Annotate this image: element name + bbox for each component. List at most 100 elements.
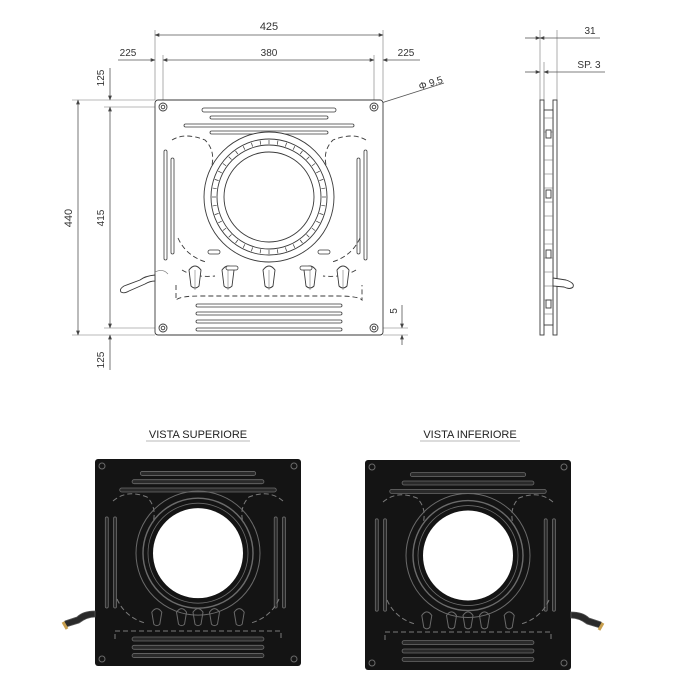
ring-tick <box>218 170 222 174</box>
slot <box>225 265 239 271</box>
slot <box>170 157 175 255</box>
hook-feature <box>233 608 245 627</box>
ring-tick <box>316 170 320 174</box>
slot <box>401 480 535 486</box>
slot <box>282 516 286 609</box>
corner-channel <box>250 598 280 624</box>
ring-tick <box>299 239 303 244</box>
mounting-hole <box>290 655 298 663</box>
corner-channel <box>520 599 550 625</box>
ring-tick <box>276 249 279 254</box>
corner-channel <box>324 135 367 166</box>
corner-channel <box>331 237 361 263</box>
ring-tick <box>222 227 227 231</box>
slot <box>183 123 355 128</box>
corner-channel <box>171 135 214 166</box>
ring-tick <box>299 150 303 155</box>
slot <box>195 311 343 316</box>
overall-width-label: 425 <box>260 21 278 33</box>
right-side-label: 225 <box>398 48 415 59</box>
ring-inner <box>417 505 519 606</box>
ring-tick <box>251 142 253 147</box>
slot <box>409 472 527 478</box>
slot <box>131 636 265 642</box>
slot <box>201 107 337 113</box>
hook-feature <box>421 611 433 630</box>
ring-tick <box>292 146 296 150</box>
side-view: 31 SP. 3 <box>525 26 605 336</box>
ring-tick <box>311 227 316 231</box>
ring-tick <box>235 239 239 244</box>
top-slots <box>183 107 355 135</box>
slot <box>374 518 379 612</box>
ring-middle <box>412 499 524 612</box>
ring-ticks <box>212 140 326 254</box>
central-opening <box>423 510 513 601</box>
slot <box>195 303 343 308</box>
hole-height-label: 415 <box>96 209 107 226</box>
corner-channel <box>177 237 207 263</box>
mounting-hole <box>560 463 568 471</box>
ring-tick <box>228 156 232 160</box>
slot <box>317 249 331 255</box>
ring-tick <box>259 249 262 254</box>
ring-tick <box>235 150 239 155</box>
front-view: 425 380 225 225 Φ 9.5 440 415 125 125 5 <box>63 21 445 370</box>
ring-tick <box>222 163 227 167</box>
ring-tick <box>285 142 287 147</box>
hook-feature <box>208 608 221 627</box>
mounting-hole <box>98 462 106 470</box>
slot <box>383 518 387 612</box>
left-side-label: 225 <box>120 48 137 59</box>
ring-tick <box>285 247 287 252</box>
ring-tick <box>259 140 262 145</box>
central-opening <box>153 508 243 599</box>
ring-tick <box>319 179 324 181</box>
slot <box>163 149 168 261</box>
side-lever-handle <box>552 277 574 289</box>
slot <box>131 479 265 485</box>
side-clip <box>545 299 552 309</box>
lever-handle <box>63 610 96 628</box>
lever-handle-tip <box>597 622 605 631</box>
ring-tick <box>228 234 232 238</box>
hook-feature <box>192 608 204 627</box>
lower-channel <box>175 285 363 302</box>
side-slots <box>163 149 368 261</box>
slot <box>543 518 548 612</box>
ring-tick <box>321 187 326 190</box>
lever-handle <box>570 611 603 629</box>
hook-feature <box>462 611 474 630</box>
ring-tick <box>321 204 326 207</box>
plate-thickness-label: SP. 3 <box>577 60 601 71</box>
total-thickness-label: 31 <box>584 26 596 37</box>
corner-channel <box>181 269 216 277</box>
hole-diameter-leader <box>377 82 445 105</box>
vista-superiore-title: VISTA SUPERIORE <box>149 429 247 441</box>
mounting-hole <box>368 463 376 471</box>
slot <box>139 471 257 476</box>
overall-height-label: 440 <box>63 209 75 227</box>
ring-tick <box>212 204 217 207</box>
hook-feature <box>503 611 515 630</box>
vista-inferiore: VISTA INFERIORE <box>365 429 605 670</box>
slot <box>356 157 361 255</box>
mounting-hole <box>290 462 298 470</box>
ring-tick <box>306 234 310 238</box>
ring-tick <box>306 156 310 160</box>
hole-diameter-label: Φ 9.5 <box>418 75 445 93</box>
slot <box>273 516 278 609</box>
lever-handle <box>119 270 169 294</box>
corner-channels <box>171 135 367 302</box>
lever-handle-body <box>119 274 156 294</box>
slot <box>104 516 109 609</box>
hook-feature <box>175 608 188 627</box>
solid-plate-top-view <box>61 459 301 666</box>
ring-tick <box>251 247 253 252</box>
central-opening <box>223 151 315 243</box>
slot <box>119 487 277 493</box>
vista-inferiore-title: VISTA INFERIORE <box>423 429 516 441</box>
side-plate-back <box>552 99 558 336</box>
lever-handle-rod <box>154 270 169 275</box>
ring-tick <box>214 179 219 181</box>
